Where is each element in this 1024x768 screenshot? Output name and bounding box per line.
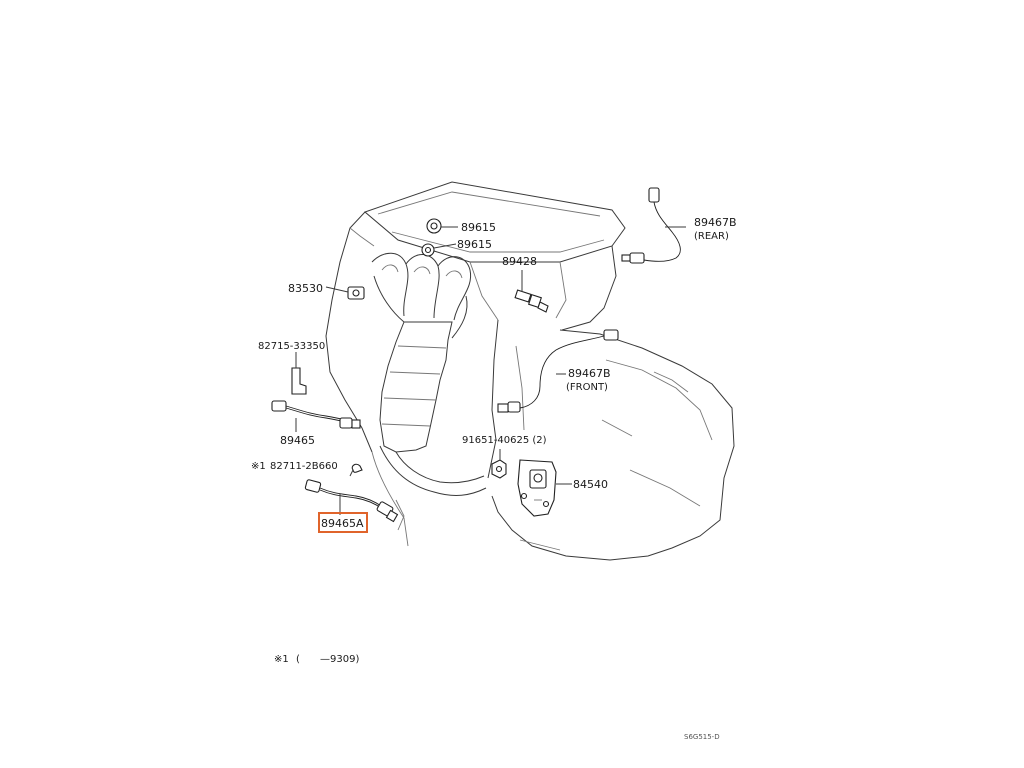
footnote-marker-82711: ※1 [251,461,266,472]
footnote-value: —9309) [320,654,359,665]
clamp-shape [351,463,363,473]
part-label-89465[interactable]: 89465 [280,434,315,447]
engine-drawing [325,181,735,561]
part-label-83530[interactable]: 83530 [288,282,323,295]
footnote-open-paren: ( [296,654,300,665]
neutral-start-switch-shape [517,459,557,517]
part-label-89428[interactable]: 89428 [502,255,537,268]
footnote-marker: ※1 [274,654,289,665]
oil-pressure-sender-shape [347,286,365,300]
temp-sender-shape [421,243,435,257]
oil-pressure-switch-shape [426,218,442,234]
oxygen-sensor-89465A-shape [304,479,399,523]
part-note-rear: (REAR) [694,231,729,242]
part-label-89467B-rear[interactable]: 89467B [694,216,737,229]
bracket-shape [291,367,307,395]
part-note-front: (FRONT) [566,382,608,393]
part-callouts: 89615 89615 89428 83530 82715-33350 8946… [251,216,737,533]
part-label-89467B-front[interactable]: 89467B [568,367,611,380]
footnote: ※1 ( —9309) [274,654,359,665]
part-label-89615-top[interactable]: 89615 [461,221,496,234]
oxygen-sensor-89467B-rear-shape [621,187,681,264]
part-label-82715-33350[interactable]: 82715-33350 [258,341,325,352]
oxygen-sensor-89465-shape [271,400,361,429]
selected-part-highlight [318,512,368,533]
part-label-82711-2B660[interactable]: 82711-2B660 [270,461,338,472]
part-label-89615-bottom[interactable]: 89615 [457,238,492,251]
part-label-89465A[interactable]: 89465A [321,517,364,530]
oxygen-sensor-89467B-front-shape [497,329,619,413]
part-label-91651-40625[interactable]: 91651-40625 (2) [462,435,547,446]
part-label-84540[interactable]: 84540 [573,478,608,491]
leader-lines [295,226,686,515]
bolt-shape [491,459,507,479]
coolant-temp-sensor-shape [514,289,549,313]
figure-code: S6G515-D [684,733,720,741]
part-shapes [271,187,681,523]
